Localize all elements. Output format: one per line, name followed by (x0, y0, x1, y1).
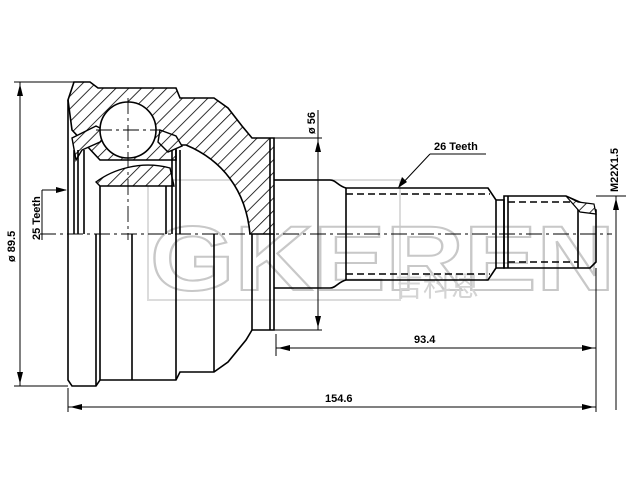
dim-outer-teeth: 26 Teeth (398, 141, 486, 188)
dim-inner-teeth: 25 Teeth (31, 187, 67, 240)
outer-teeth-label: 26 Teeth (434, 141, 478, 153)
dim-thread: M22X1.5 (596, 148, 626, 410)
watermark-chinese: 吉科恩 (395, 270, 479, 303)
watermark-brand: GKEREN (150, 208, 615, 310)
dim-total-length: 154.6 (67, 388, 596, 412)
inner-teeth-label: 25 Teeth (31, 196, 43, 240)
shaft-diameter-label: ø 56 (306, 112, 318, 134)
shaft-length-label: 93.4 (414, 334, 436, 346)
cage-section-right (157, 129, 184, 153)
bell-housing-lower (67, 138, 275, 387)
outer-diameter-label: ø 89.5 (6, 231, 18, 262)
cage-section-upper (71, 125, 110, 162)
dim-shaft-length: 93.4 (275, 268, 597, 412)
thread-label: M22X1.5 (609, 148, 621, 192)
bell-housing (67, 81, 275, 240)
watermark: GKEREN 吉科恩 (147, 179, 616, 311)
inner-race-section (94, 164, 175, 187)
stub-shaft (274, 179, 597, 289)
dim-shaft-diameter: ø 56 (274, 110, 322, 331)
total-length-label: 154.6 (325, 393, 353, 405)
dim-outer-diameter: ø 89.5 (6, 81, 74, 387)
